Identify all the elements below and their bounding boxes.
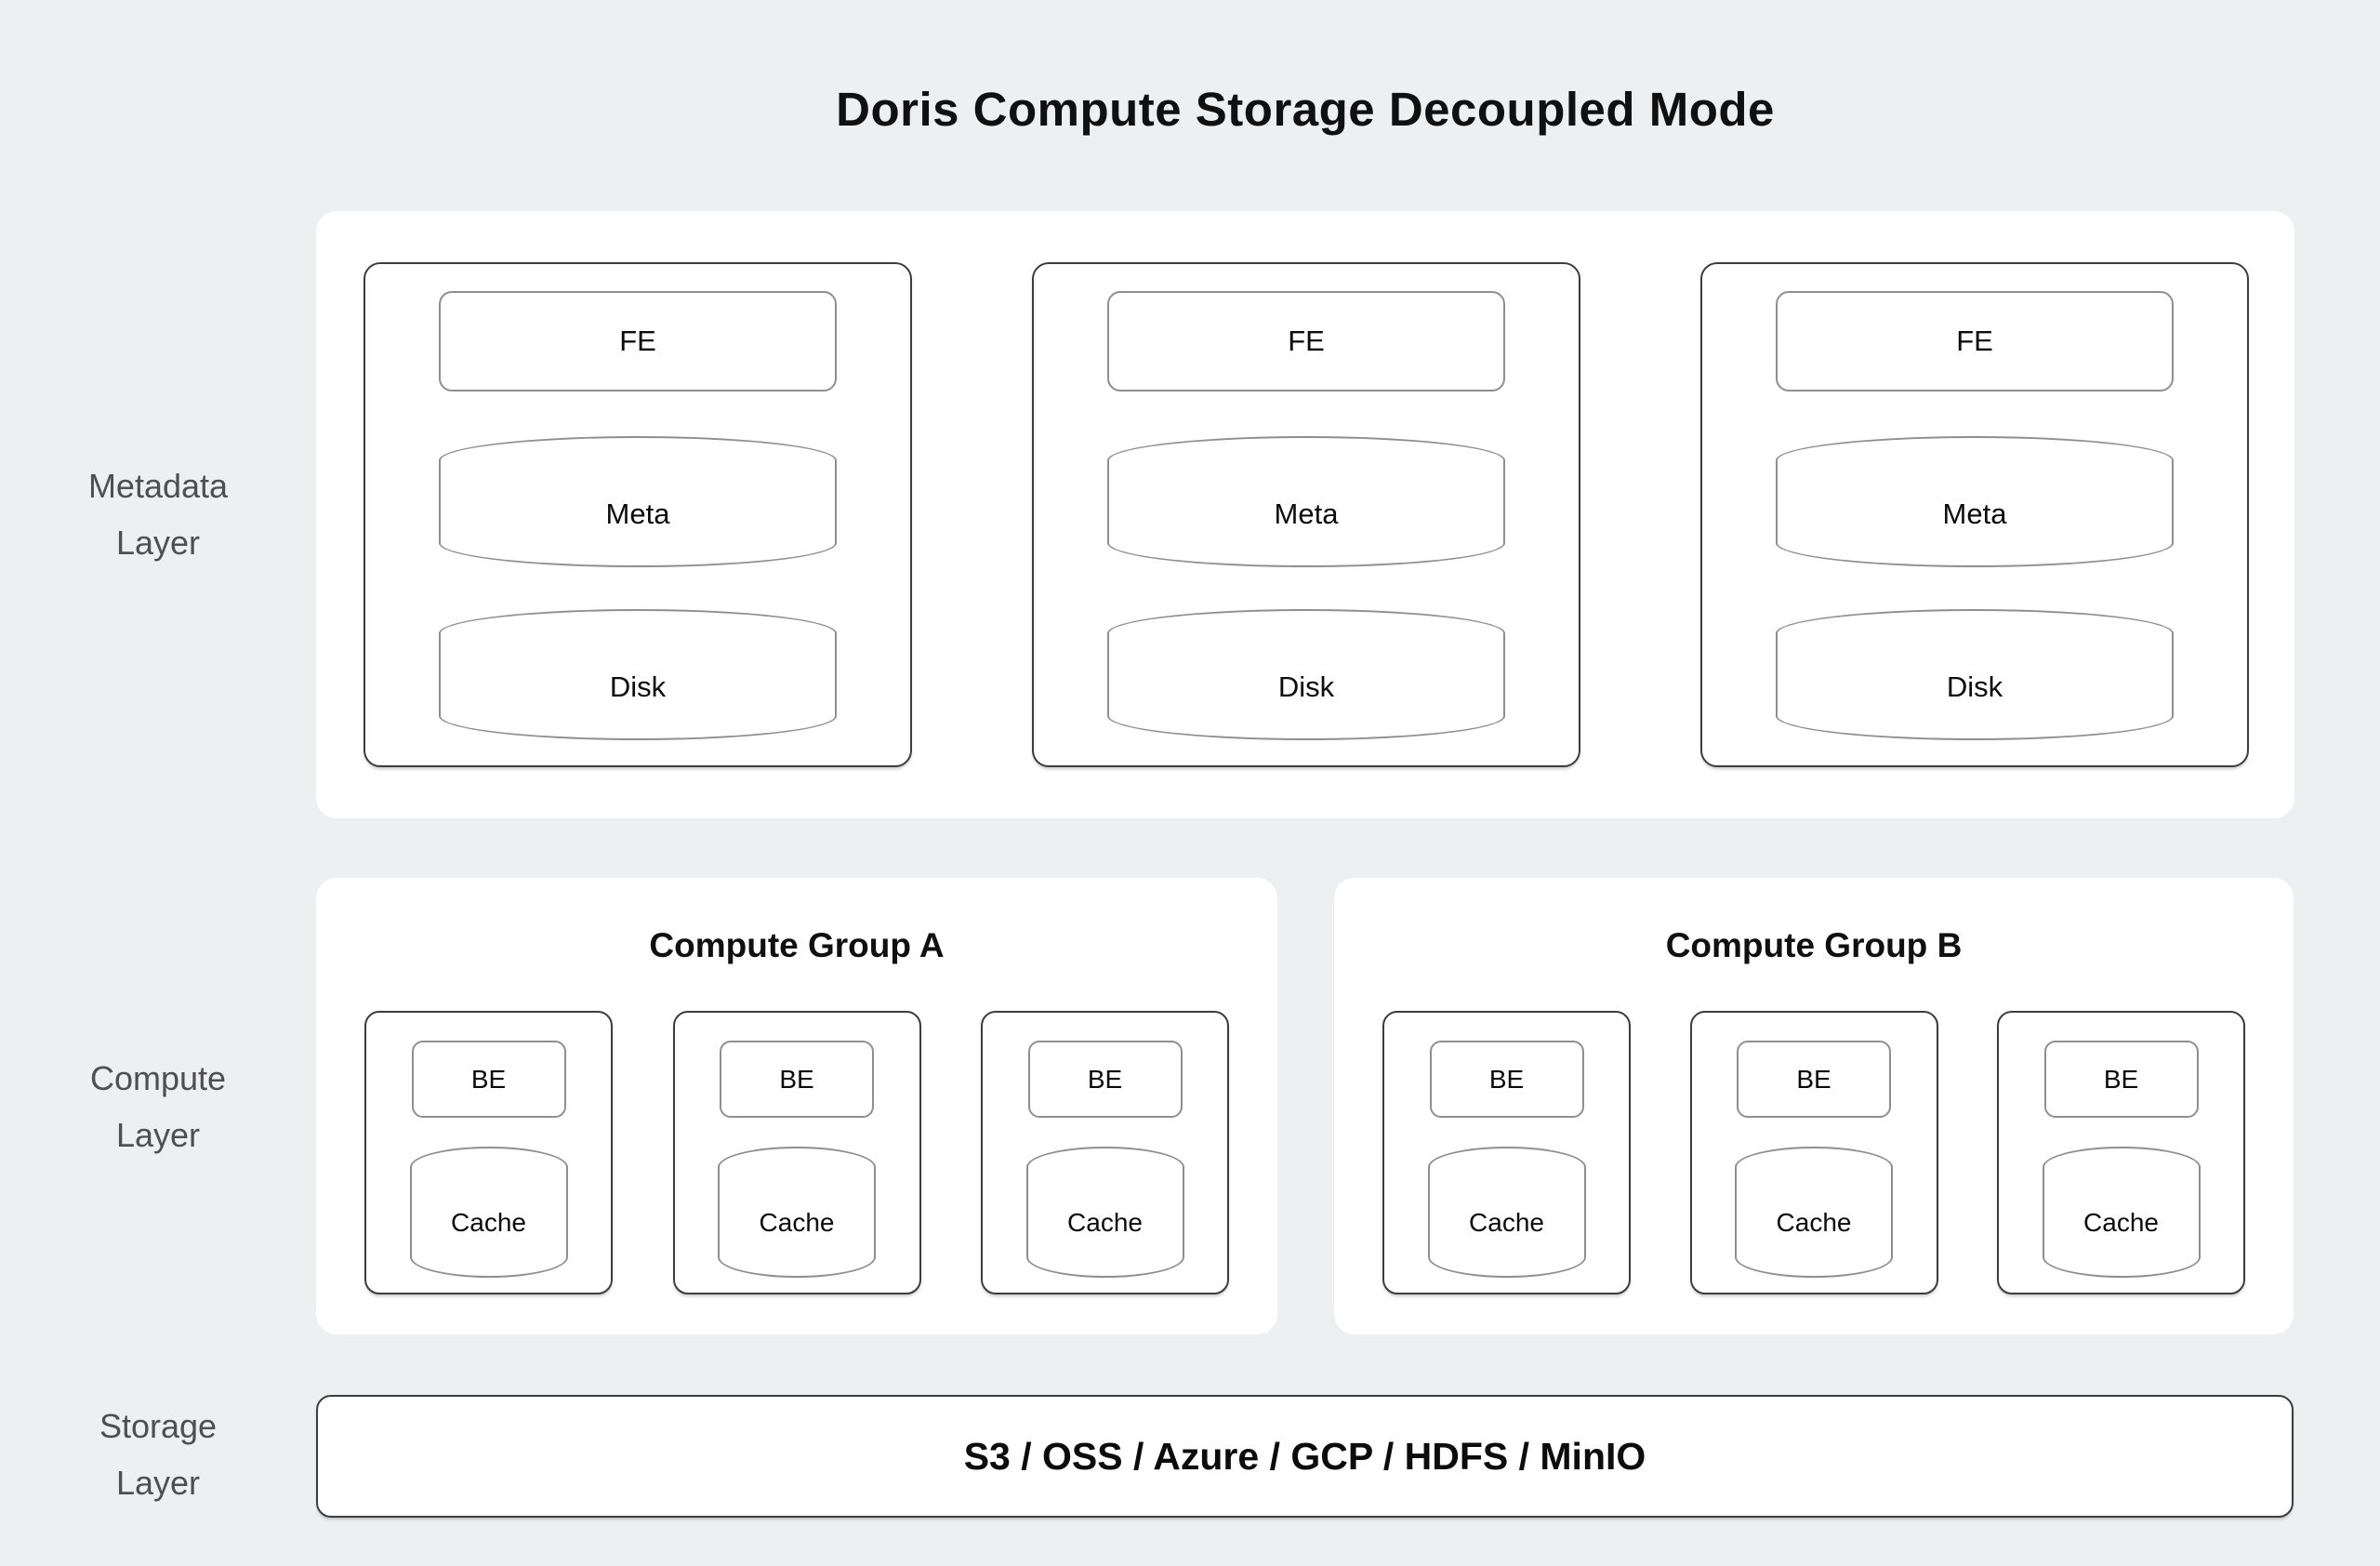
cache-cylinder: Cache — [2042, 1147, 2201, 1278]
cylinder-body — [409, 1167, 568, 1278]
cylinder-body — [2042, 1167, 2201, 1278]
meta-cylinder-label: Meta — [1942, 497, 2007, 530]
be-node-b2: BE Cache — [1689, 1011, 1938, 1294]
be-node-a1: BE Cache — [364, 1011, 613, 1294]
cylinder-body — [1776, 460, 2174, 567]
compute-layer-label-line1: Compute — [89, 1059, 227, 1097]
cylinder-body — [439, 633, 837, 740]
compute-group-b-title: Compute Group B — [1665, 926, 1963, 964]
fe-box-label: FE — [1956, 325, 1993, 357]
meta-cylinder: Meta — [439, 436, 837, 567]
disk-cylinder: Disk — [1776, 609, 2174, 740]
compute-group-a-panel: Compute Group A BE Cache BE — [316, 878, 1277, 1334]
cylinder-body — [1735, 1167, 1893, 1278]
be-box-label: BE — [1488, 1064, 1525, 1094]
fe-box-label: FE — [619, 325, 656, 357]
cache-cylinder-label: Cache — [1067, 1207, 1143, 1237]
be-box-label: BE — [470, 1064, 507, 1094]
storage-layer-label-line2: Layer — [115, 1464, 201, 1502]
fe-node-1: FE Meta Disk — [364, 262, 912, 767]
metadata-layer-label-line1: Metadata — [87, 467, 229, 505]
metadata-layer-label-line2: Layer — [115, 524, 201, 562]
cache-cylinder-label: Cache — [451, 1207, 526, 1237]
fe-box: FE — [439, 291, 837, 392]
cache-cylinder: Cache — [1427, 1147, 1586, 1278]
page-title: Doris Compute Storage Decoupled Mode — [836, 83, 1775, 136]
cylinder-body — [1107, 633, 1505, 740]
metadata-layer-label: Metadata Layer — [0, 458, 316, 571]
cache-cylinder: Cache — [1025, 1147, 1184, 1278]
be-node-a2: BE Cache — [672, 1011, 921, 1294]
cylinder-body — [718, 1167, 876, 1278]
cylinder-body — [439, 460, 837, 567]
cylinder-body — [1427, 1167, 1586, 1278]
storage-providers-text: S3 / OSS / Azure / GCP / HDFS / MinIO — [963, 1434, 1646, 1478]
meta-cylinder-label: Meta — [1274, 497, 1339, 530]
compute-group-b-nodes: BE Cache BE Cache — [1334, 1011, 2294, 1294]
be-box-label: BE — [1087, 1064, 1123, 1094]
be-box: BE — [2043, 1041, 2199, 1118]
compute-group-b-panel: Compute Group B BE Cache BE — [1334, 878, 2294, 1334]
disk-cylinder-label: Disk — [1277, 670, 1335, 703]
cylinder-body — [1025, 1167, 1184, 1278]
be-box: BE — [1027, 1041, 1183, 1118]
storage-layer-label-line1: Storage — [99, 1407, 218, 1445]
be-box: BE — [411, 1041, 566, 1118]
cache-cylinder-label: Cache — [2083, 1207, 2159, 1237]
fe-box: FE — [1107, 291, 1505, 392]
fe-box-label: FE — [1288, 325, 1325, 357]
be-box: BE — [1429, 1041, 1584, 1118]
cache-cylinder-label: Cache — [1776, 1207, 1852, 1237]
fe-node-3: FE Meta Disk — [1700, 262, 2249, 767]
storage-providers-bar: S3 / OSS / Azure / GCP / HDFS / MinIO — [316, 1395, 2294, 1518]
be-node-b1: BE Cache — [1382, 1011, 1631, 1294]
cache-cylinder-label: Cache — [1469, 1207, 1544, 1237]
cache-cylinder: Cache — [1735, 1147, 1893, 1278]
cache-cylinder-label: Cache — [759, 1207, 835, 1237]
meta-cylinder: Meta — [1107, 436, 1505, 567]
disk-cylinder: Disk — [1107, 609, 1505, 740]
compute-group-a-title: Compute Group A — [649, 926, 945, 964]
cylinder-body — [1776, 633, 2174, 740]
compute-group-a-nodes: BE Cache BE Cache — [316, 1011, 1277, 1294]
be-box-label: BE — [2103, 1064, 2139, 1094]
disk-cylinder-label: Disk — [609, 670, 667, 703]
compute-layer-label: Compute Layer — [0, 1050, 316, 1163]
be-box: BE — [1737, 1041, 1891, 1118]
be-box-label: BE — [1796, 1064, 1831, 1094]
meta-cylinder-label: Meta — [605, 497, 670, 530]
meta-cylinder: Meta — [1776, 436, 2174, 567]
cache-cylinder: Cache — [718, 1147, 876, 1278]
fe-box: FE — [1776, 291, 2174, 392]
disk-cylinder-label: Disk — [1946, 670, 2003, 703]
storage-layer-label: Storage Layer — [0, 1398, 316, 1511]
fe-node-2: FE Meta Disk — [1032, 262, 1580, 767]
disk-cylinder: Disk — [439, 609, 837, 740]
be-node-b3: BE Cache — [1997, 1011, 2245, 1294]
cache-cylinder: Cache — [409, 1147, 568, 1278]
be-box-label: BE — [779, 1064, 814, 1094]
be-box: BE — [720, 1041, 874, 1118]
cylinder-body — [1107, 460, 1505, 567]
metadata-layer-panel: FE Meta Disk FE Meta — [316, 211, 2294, 818]
compute-layer-label-line2: Layer — [115, 1116, 201, 1154]
be-node-a3: BE Cache — [981, 1011, 1229, 1294]
